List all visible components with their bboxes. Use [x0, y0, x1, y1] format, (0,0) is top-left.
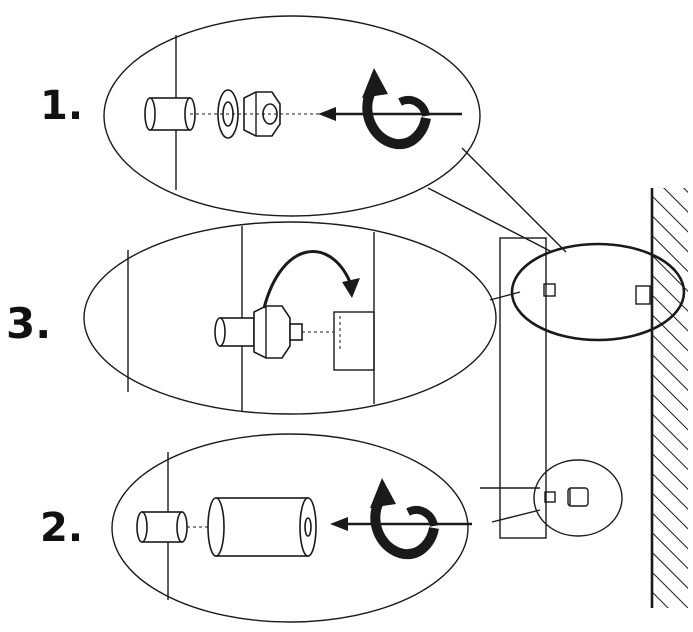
push-arrow-icon: [318, 107, 462, 121]
push-arrow-icon-2: [330, 517, 472, 531]
connector-step-2b: [491, 509, 541, 523]
step-1-detail: [103, 15, 481, 217]
step-1-ellipse: [103, 15, 481, 217]
connector-step-1: [461, 147, 567, 253]
spacer-small: [567, 487, 589, 507]
mounting-panel: [499, 237, 547, 539]
panel-bracket-left: [543, 283, 556, 297]
step-2-detail: [111, 433, 472, 623]
connector-step-3: [489, 291, 521, 301]
curved-arrow-icon: [262, 250, 360, 309]
step-3-ellipse: [83, 221, 497, 415]
assembled-standoff: [214, 305, 303, 359]
step-3-label: 3.: [6, 299, 52, 348]
spacer-bracket: [544, 491, 556, 503]
standoff: [144, 97, 196, 131]
step-2-label: 2.: [40, 505, 84, 551]
spacer-callout-ellipse: [533, 459, 623, 537]
step-2-ellipse: [111, 433, 469, 623]
rotate-arrow-icon: [362, 68, 431, 150]
rotate-arrow-icon-2: [370, 478, 439, 560]
bracket-target: [333, 311, 375, 371]
step-3-detail: [83, 221, 497, 415]
wall: [650, 188, 688, 608]
panel-bracket-right: [635, 285, 651, 305]
short-standoff: [136, 511, 188, 543]
step-1-label: 1.: [40, 83, 84, 129]
spacer-cylinder: [207, 497, 317, 557]
wall-hatch: [652, 188, 688, 608]
panel-callout-ellipse: [510, 242, 686, 342]
connector-step-1b: [427, 187, 553, 253]
